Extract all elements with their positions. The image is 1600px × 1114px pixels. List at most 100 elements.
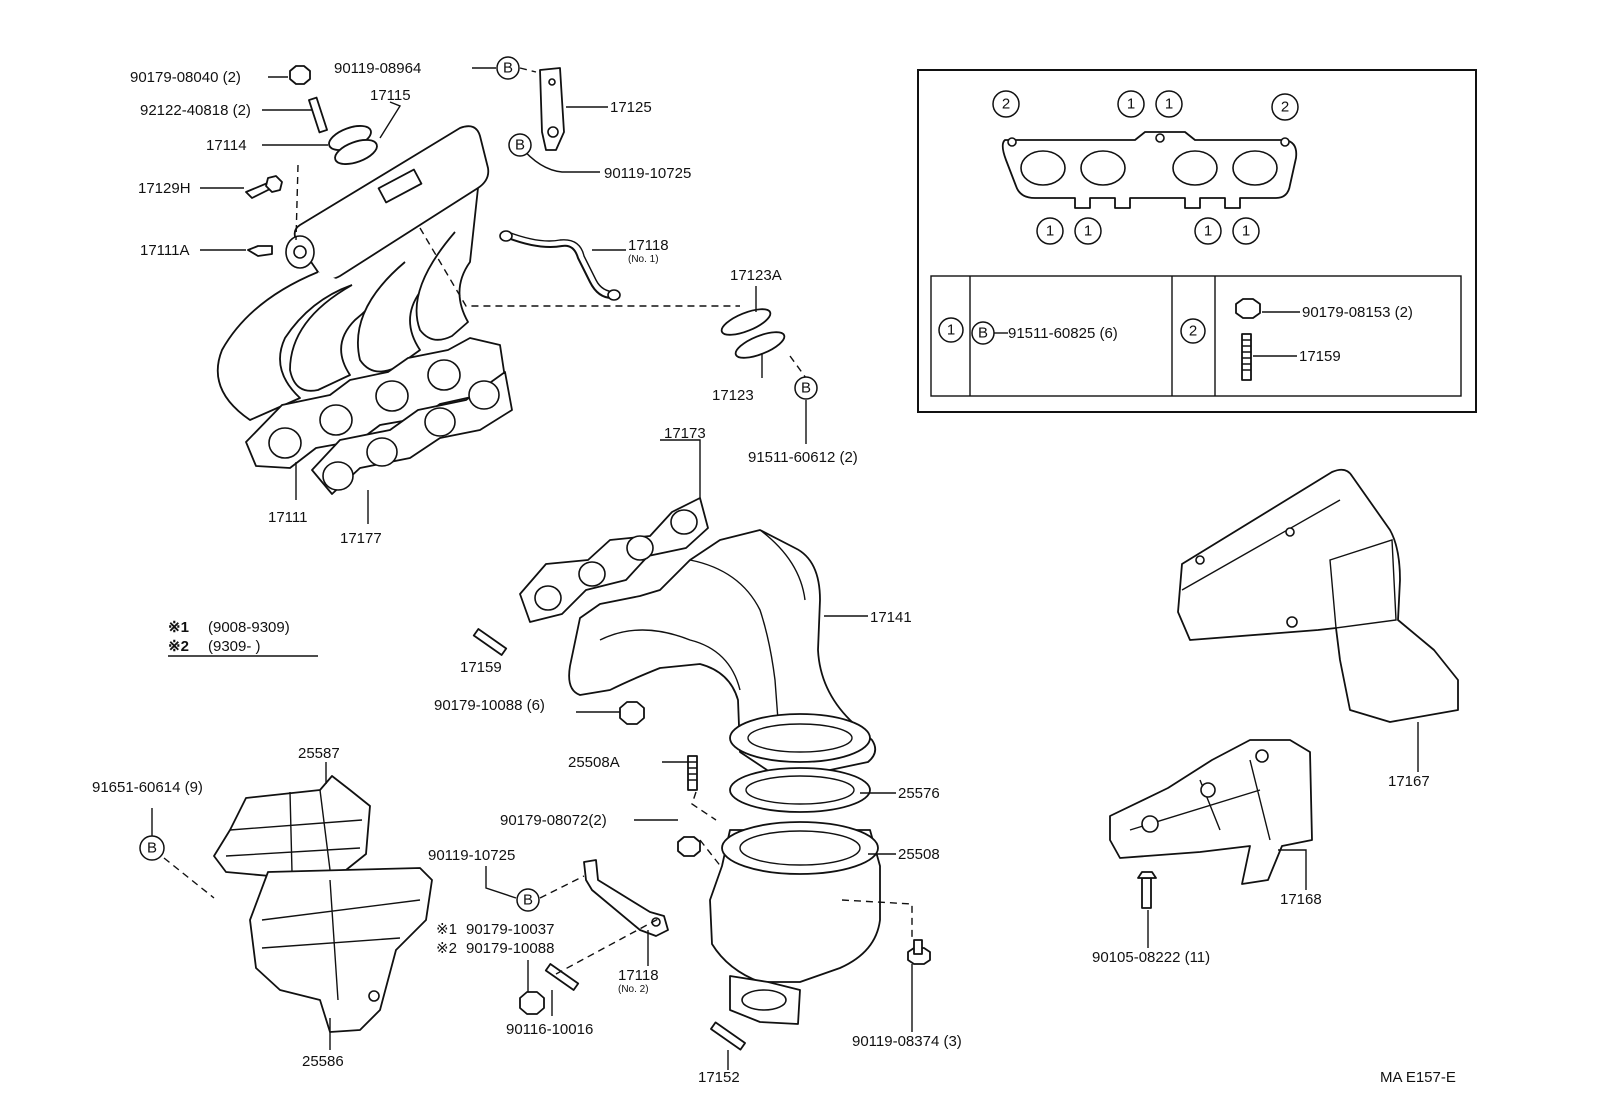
part-labels: 90179-08040 (2) 92122-40818 (2) 17115 17…: [92, 60, 1456, 1086]
label-17111A: 17111A: [140, 242, 190, 259]
label-25586: 25586: [302, 1053, 344, 1070]
svg-text:2: 2: [1281, 99, 1289, 116]
marker-2-right: 2: [1271, 93, 1299, 121]
label-inset-17159: 17159: [1299, 348, 1341, 365]
label-17111: 17111: [268, 509, 308, 526]
label-17159: 17159: [460, 659, 502, 676]
marker-b-90119-10725-top: B: [508, 133, 532, 157]
label-90179-08072: 90179-08072(2): [500, 812, 607, 829]
label-90179-10037: 90179-10037: [466, 921, 554, 938]
label-17129H: 17129H: [138, 180, 191, 197]
svg-text:1: 1: [1127, 96, 1135, 113]
label-17167: 17167: [1388, 773, 1430, 790]
marker-b-91651-60614: B: [139, 835, 165, 861]
pipe-17118-no1: [507, 237, 613, 299]
gasket-17173: [519, 497, 709, 623]
gasket-17177: [311, 371, 513, 495]
legend-range1: (9008-9309): [208, 619, 290, 636]
figure-code: MA E157-E: [1380, 1069, 1456, 1086]
label-17118-no1-sub: (No. 1): [628, 254, 659, 265]
insulator-17168: [1109, 739, 1313, 885]
stud-25508A: [687, 755, 698, 791]
label-90116-10016: 90116-10016: [506, 1021, 593, 1038]
label-91511-60612: 91511-60612 (2): [748, 449, 858, 466]
label-17173: 17173: [664, 425, 706, 442]
stud-17152: [710, 1021, 746, 1051]
marker-1-bot-c: 1: [1194, 217, 1222, 245]
label-90179-08153: 90179-08153 (2): [1302, 304, 1413, 321]
label-mark1-a: ※1: [436, 921, 457, 938]
label-25508A: 25508A: [568, 754, 620, 771]
leader-lines: [151, 67, 1419, 1070]
nut-90116-10016: [519, 991, 545, 1015]
label-91651-60614: 91651-60614 (9): [92, 779, 203, 796]
label-25576: 25576: [898, 785, 940, 802]
legend-range2: (9309- ): [208, 638, 261, 655]
label-90119-08374: 90119-08374 (3): [852, 1033, 962, 1050]
marker-1-top-a: 1: [1117, 90, 1145, 118]
nut-icon: [1235, 298, 1261, 319]
insulator-17167: [1177, 468, 1459, 723]
manifold-17111: [216, 125, 506, 469]
svg-text:1: 1: [1046, 223, 1054, 240]
svg-text:B: B: [515, 137, 525, 154]
svg-text:1: 1: [1165, 96, 1173, 113]
label-17168: 17168: [1280, 891, 1322, 908]
svg-text:B: B: [523, 892, 533, 909]
label-17177: 17177: [340, 530, 382, 547]
marker-b-91511-60612: B: [794, 376, 818, 400]
marker-1-bot-d: 1: [1232, 217, 1260, 245]
svg-text:2: 2: [1189, 323, 1197, 340]
label-17115: 17115: [370, 87, 411, 104]
label-17114: 17114: [206, 137, 247, 154]
svg-text:2: 2: [1002, 96, 1010, 113]
gasket-17123A: [720, 308, 772, 336]
svg-text:1: 1: [1084, 223, 1092, 240]
gasket-17115: [334, 139, 378, 165]
nut-90179-10088: [619, 701, 645, 725]
exhaust-manifold-17141: [568, 529, 877, 773]
label-25587: 25587: [298, 745, 340, 762]
svg-text:1: 1: [947, 322, 955, 339]
stud-90179-10037: [544, 963, 580, 991]
legend-mark1: ※1: [168, 619, 189, 636]
nut-90179-08040: [289, 65, 311, 85]
label-17123A: 17123A: [730, 267, 782, 284]
svg-text:B: B: [503, 60, 513, 77]
label-17123: 17123: [712, 387, 754, 404]
label-17118-no1: 17118: [628, 237, 669, 254]
legend-cell-b: B: [971, 321, 995, 345]
svg-text:1: 1: [1242, 223, 1250, 240]
label-17152: 17152: [698, 1069, 740, 1086]
insulator-25586: [249, 867, 433, 1033]
bolt-90105-08222: [1141, 877, 1152, 909]
marker-b-90119-08964: B: [496, 56, 520, 80]
label-90119-10725-bot: 90119-10725: [428, 847, 515, 864]
svg-text:1: 1: [1204, 223, 1212, 240]
marker-b-90119-10725-bot: B: [516, 888, 540, 912]
label-90179-10088: 90179-10088 (6): [434, 697, 545, 714]
marker-1-bot-b: 1: [1074, 217, 1102, 245]
bracket-17118-no2: [583, 859, 669, 937]
label-25508: 25508: [898, 846, 940, 863]
label-90105-08222: 90105-08222 (11): [1092, 949, 1210, 966]
svg-text:B: B: [801, 380, 811, 397]
converter-25508: [709, 821, 881, 1025]
svg-text:B: B: [147, 840, 157, 857]
label-17125: 17125: [610, 99, 652, 116]
label-91511-60825: 91511-60825 (6): [1008, 325, 1118, 342]
label-90119-08964: 90119-08964: [334, 60, 421, 77]
nut-90179-08072: [677, 836, 701, 857]
stud-icon: [1241, 333, 1252, 381]
stud-17159: [472, 628, 508, 656]
marker-2-left: 2: [992, 90, 1020, 118]
marker-1-top-b: 1: [1155, 90, 1183, 118]
label-90179-10088-b: 90179-10088: [466, 940, 554, 957]
label-17141: 17141: [870, 609, 912, 626]
svg-text:B: B: [978, 325, 988, 342]
label-92122-40818: 92122-40818 (2): [140, 102, 251, 119]
stud-92122-40818: [308, 96, 328, 134]
legend-mark2: ※2: [168, 638, 189, 655]
